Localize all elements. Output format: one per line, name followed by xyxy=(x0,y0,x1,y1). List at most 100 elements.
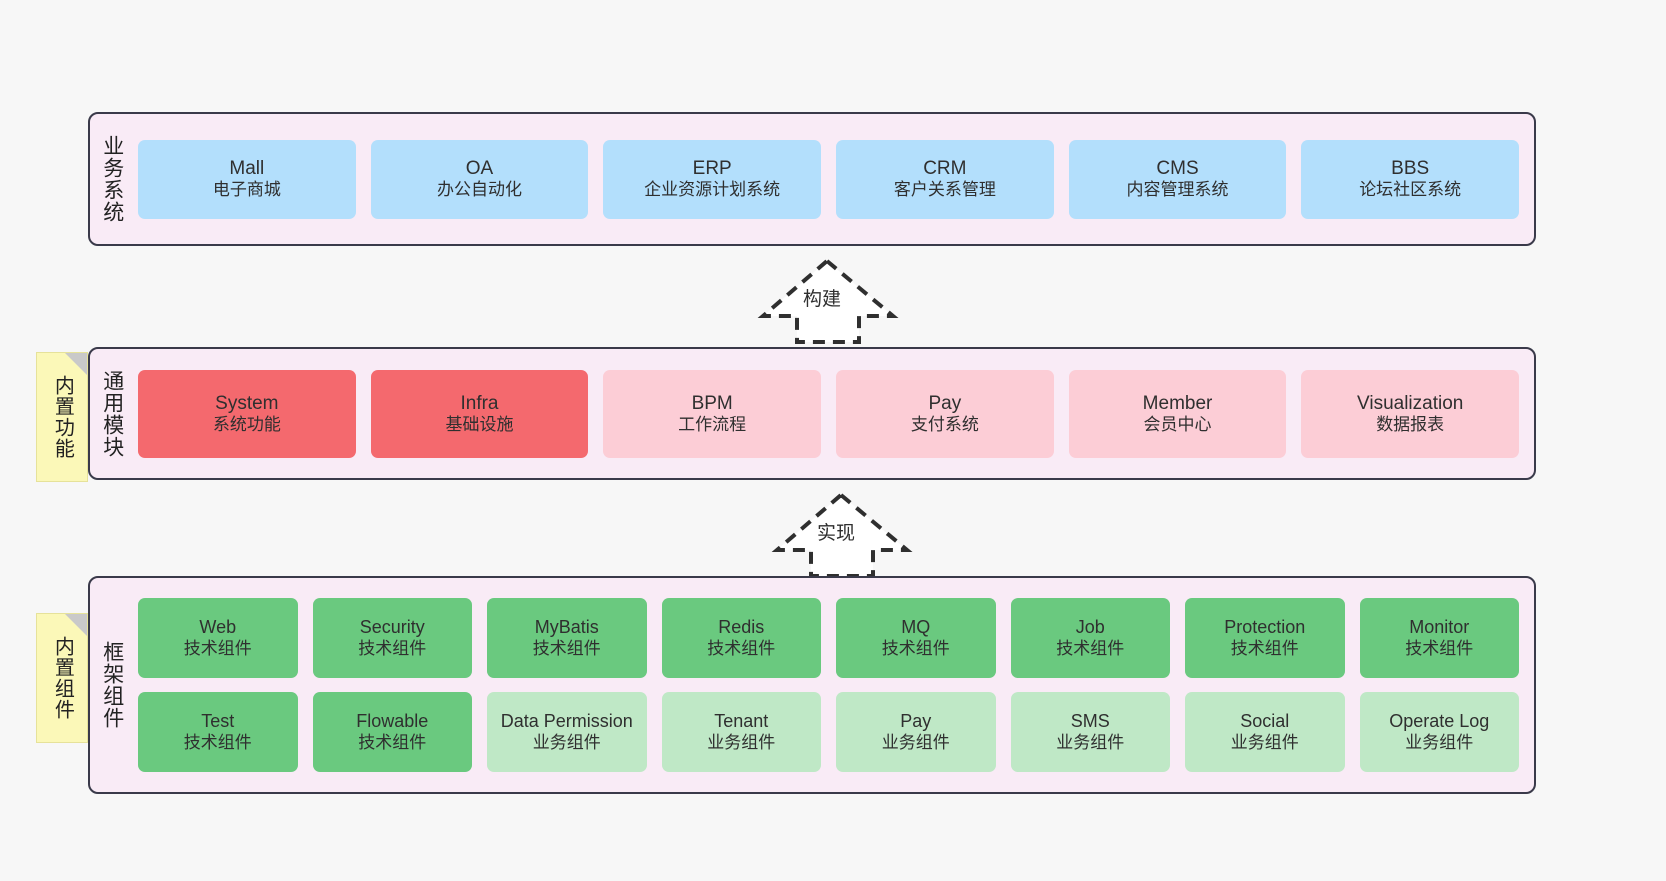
card-cms-desc: 内容管理系统 xyxy=(1126,180,1229,200)
card-tenant-desc: 业务组件 xyxy=(707,732,776,752)
card-crm-desc: 客户关系管理 xyxy=(893,180,996,200)
card-web[interactable]: Web 技术组件 xyxy=(138,598,298,678)
card-social-name: Social xyxy=(1240,710,1290,731)
card-pay-component-name: Pay xyxy=(900,710,932,731)
card-tenant-name: Tenant xyxy=(714,710,769,731)
card-cms-name: CMS xyxy=(1156,158,1199,180)
card-mybatis[interactable]: MyBatis 技术组件 xyxy=(487,598,647,678)
card-member[interactable]: Member 会员中心 xyxy=(1068,369,1287,458)
card-pay-component[interactable]: Pay 业务组件 xyxy=(836,692,996,772)
card-bpm-name: BPM xyxy=(691,392,733,414)
connector-implement-label: 实现 xyxy=(817,523,856,544)
connector-build-label: 构建 xyxy=(803,289,842,310)
sticky-note-builtin-components-label: 内置组件 xyxy=(51,636,74,720)
card-tenant[interactable]: Tenant 业务组件 xyxy=(661,692,821,772)
layer-common-modules-label: 通用模块 xyxy=(100,369,124,458)
card-bbs[interactable]: BBS 论坛社区系统 xyxy=(1301,139,1520,219)
card-redis-desc: 技术组件 xyxy=(707,638,776,658)
sticky-note-builtin-components: 内置组件 xyxy=(36,613,88,743)
card-pay-module-desc: 支付系统 xyxy=(910,414,979,434)
layer-common-modules: 通用模块 System 系统功能 Infra 基础设施 BPM 工作流程 Pay… xyxy=(88,347,1536,480)
card-data-permission-desc: 业务组件 xyxy=(532,732,601,752)
card-flowable-desc: 技术组件 xyxy=(358,732,427,752)
sticky-fold-corner-icon xyxy=(65,614,87,636)
card-web-desc: 技术组件 xyxy=(183,638,252,658)
card-sms-name: SMS xyxy=(1070,710,1110,731)
card-bbs-desc: 论坛社区系统 xyxy=(1359,180,1462,200)
card-crm[interactable]: CRM 客户关系管理 xyxy=(836,139,1054,219)
common-modules-card-list: System 系统功能 Infra 基础设施 BPM 工作流程 Pay 支付系统… xyxy=(134,349,1534,478)
card-security-desc: 技术组件 xyxy=(358,638,427,658)
card-sms[interactable]: SMS 业务组件 xyxy=(1010,692,1170,772)
card-security-name: Security xyxy=(359,616,425,637)
card-protection-name: Protection xyxy=(1224,616,1306,637)
card-visualization[interactable]: Visualization 数据报表 xyxy=(1301,369,1520,458)
card-mybatis-desc: 技术组件 xyxy=(532,638,601,658)
card-data-permission[interactable]: Data Permission 业务组件 xyxy=(487,692,647,772)
card-system-name: System xyxy=(215,392,279,414)
card-cms[interactable]: CMS 内容管理系统 xyxy=(1068,139,1287,219)
card-security[interactable]: Security 技术组件 xyxy=(312,598,472,678)
card-job-desc: 技术组件 xyxy=(1056,638,1125,658)
framework-row-technical: Web 技术组件 Security 技术组件 MyBatis 技术组件 Redi… xyxy=(138,598,1519,678)
card-bbs-name: BBS xyxy=(1391,158,1430,180)
card-oa-desc: 办公自动化 xyxy=(437,180,522,200)
layer-business-systems: 业务系统 Mall 电子商城 OA 办公自动化 ERP 企业资源计划系统 CRM… xyxy=(88,112,1536,246)
card-monitor[interactable]: Monitor 技术组件 xyxy=(1359,598,1519,678)
card-erp[interactable]: ERP 企业资源计划系统 xyxy=(603,139,822,219)
card-social[interactable]: Social 业务组件 xyxy=(1185,692,1345,772)
card-infra-name: Infra xyxy=(460,392,499,414)
card-redis[interactable]: Redis 技术组件 xyxy=(661,598,821,678)
business-systems-card-list: Mall 电子商城 OA 办公自动化 ERP 企业资源计划系统 CRM 客户关系… xyxy=(134,114,1534,244)
card-pay-module-name: Pay xyxy=(928,392,962,414)
card-mq[interactable]: MQ 技术组件 xyxy=(836,598,996,678)
sticky-note-builtin-features: 内置功能 xyxy=(36,352,88,482)
card-web-name: Web xyxy=(199,616,237,637)
card-system-desc: 系统功能 xyxy=(212,414,281,434)
card-operate-log-desc: 业务组件 xyxy=(1405,732,1474,752)
card-member-name: Member xyxy=(1142,392,1213,414)
layer-business-systems-label: 业务系统 xyxy=(100,135,124,223)
card-flowable[interactable]: Flowable 技术组件 xyxy=(312,692,472,772)
card-member-desc: 会员中心 xyxy=(1143,414,1212,434)
card-job[interactable]: Job 技术组件 xyxy=(1010,598,1170,678)
card-data-permission-name: Data Permission xyxy=(500,710,633,731)
framework-components-grid: Web 技术组件 Security 技术组件 MyBatis 技术组件 Redi… xyxy=(134,578,1534,792)
card-monitor-name: Monitor xyxy=(1409,616,1470,637)
card-bpm[interactable]: BPM 工作流程 xyxy=(603,369,822,458)
card-job-name: Job xyxy=(1075,616,1105,637)
sticky-note-builtin-features-label: 内置功能 xyxy=(51,375,74,459)
card-redis-name: Redis xyxy=(718,616,765,637)
card-mq-name: MQ xyxy=(901,616,931,637)
card-system[interactable]: System 系统功能 xyxy=(138,369,356,458)
card-test-desc: 技术组件 xyxy=(183,732,252,752)
card-mall[interactable]: Mall 电子商城 xyxy=(138,139,356,219)
card-social-desc: 业务组件 xyxy=(1230,732,1299,752)
card-visualization-desc: 数据报表 xyxy=(1376,414,1445,434)
card-bpm-desc: 工作流程 xyxy=(678,414,747,434)
card-oa-name: OA xyxy=(465,158,494,180)
sticky-fold-corner-icon xyxy=(65,353,87,375)
card-operate-log[interactable]: Operate Log 业务组件 xyxy=(1359,692,1519,772)
card-oa[interactable]: OA 办公自动化 xyxy=(370,139,589,219)
connector-build: 构建 xyxy=(757,258,899,344)
card-visualization-name: Visualization xyxy=(1357,392,1464,414)
card-test-name: Test xyxy=(201,710,235,731)
card-infra[interactable]: Infra 基础设施 xyxy=(370,369,589,458)
card-protection[interactable]: Protection 技术组件 xyxy=(1185,598,1345,678)
layer-framework-components-label: 框架组件 xyxy=(100,641,124,729)
card-test[interactable]: Test 技术组件 xyxy=(138,692,298,772)
card-monitor-desc: 技术组件 xyxy=(1405,638,1474,658)
card-protection-desc: 技术组件 xyxy=(1230,638,1299,658)
card-mq-desc: 技术组件 xyxy=(881,638,950,658)
layer-framework-components: 框架组件 Web 技术组件 Security 技术组件 MyBatis 技术组件… xyxy=(88,576,1536,794)
card-pay-component-desc: 业务组件 xyxy=(881,732,950,752)
card-mall-desc: 电子商城 xyxy=(212,180,281,200)
card-pay-module[interactable]: Pay 支付系统 xyxy=(836,369,1054,458)
card-operate-log-name: Operate Log xyxy=(1389,710,1490,731)
card-crm-name: CRM xyxy=(923,158,967,180)
card-flowable-name: Flowable xyxy=(356,710,429,731)
connector-implement: 实现 xyxy=(771,492,913,578)
card-mall-name: Mall xyxy=(229,158,265,180)
